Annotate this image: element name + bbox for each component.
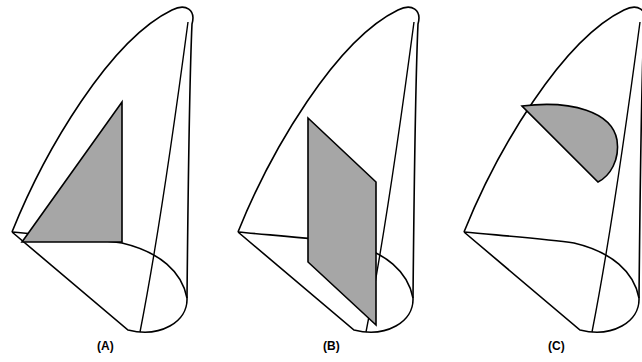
semicircle-section [522,104,618,182]
solid-outline [12,7,193,332]
triangle-section [22,102,122,242]
square-section [308,118,376,325]
solid-b [238,7,419,332]
figure-label: (B) [323,340,340,352]
solid-c [464,7,642,332]
figure-label: (C) [548,340,565,352]
solid-outline [238,7,419,332]
solid-a [12,7,193,332]
solid-outline [464,7,642,332]
figure-label: (A) [97,340,114,352]
